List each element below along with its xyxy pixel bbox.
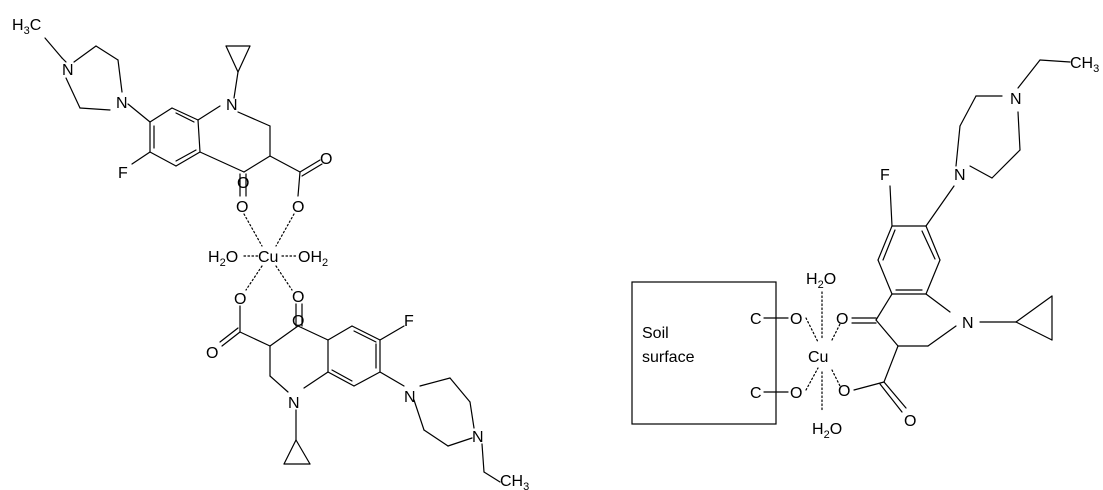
atom-n: N xyxy=(116,95,128,112)
h2o-top-label: H2O xyxy=(806,271,836,291)
ch3-label: CH3 xyxy=(1070,55,1099,75)
ch3-label: CH3 xyxy=(500,473,529,490)
left-coordination-bonds xyxy=(243,213,299,291)
atom-o: O xyxy=(292,313,304,330)
h3c-label: H3C xyxy=(12,17,41,37)
soil-label: Soil xyxy=(642,325,669,342)
atom-f: F xyxy=(404,313,414,330)
right-labels: C C O O H2O Cu H2O O O O F N N N CH3 xyxy=(750,55,1099,441)
atom-n: N xyxy=(1010,91,1022,108)
atom-o-keto-top: O xyxy=(237,175,249,192)
atom-o: O xyxy=(292,199,304,216)
atom-o: O xyxy=(292,289,304,306)
h2o-bottom-label: H2O xyxy=(812,421,842,441)
atom-n: N xyxy=(404,389,416,406)
copper-atom: Cu xyxy=(808,349,828,366)
left-complex: H3C N N N F O O O H2O Cu OH2 O O O O F N… xyxy=(12,17,529,490)
atom-c: C xyxy=(750,385,762,402)
atom-o: O xyxy=(904,413,916,430)
atom-n: N xyxy=(62,62,74,79)
right-surface-bonds xyxy=(763,317,789,393)
atom-o: O xyxy=(836,311,848,328)
atom-o: O xyxy=(236,199,248,216)
soil-surface-box xyxy=(631,281,777,425)
atom-n: N xyxy=(954,167,966,184)
atom-f: F xyxy=(880,167,890,184)
atom-f: F xyxy=(118,165,128,182)
left-top-ligand-bonds xyxy=(44,37,323,197)
left-center-labels: H2O Cu OH2 xyxy=(208,249,328,269)
left-bottom-ligand-bonds xyxy=(219,303,501,483)
oh2-right-label: OH2 xyxy=(298,249,328,269)
left-bottom-labels: O O O O F N N N CH3 xyxy=(206,289,529,490)
atom-c: C xyxy=(750,311,762,328)
h2o-left-label: H2O xyxy=(208,249,238,269)
left-top-labels: H3C N N N F O O O xyxy=(12,17,332,216)
atom-o: O xyxy=(790,311,802,328)
right-complex: Soil surface xyxy=(631,55,1099,441)
atom-o: O xyxy=(206,345,218,362)
atom-o: O xyxy=(838,383,850,400)
right-ligand-bonds xyxy=(851,59,1071,413)
atom-o: O xyxy=(320,151,332,168)
copper-atom: Cu xyxy=(258,249,278,266)
atom-o: O xyxy=(790,385,802,402)
surface-label: surface xyxy=(642,349,695,366)
atom-n: N xyxy=(288,395,300,412)
atom-n: N xyxy=(962,315,974,332)
atom-n: N xyxy=(472,429,484,446)
atom-n: N xyxy=(226,97,238,114)
atom-o: O xyxy=(234,291,246,308)
right-coordination-bonds xyxy=(805,291,841,411)
